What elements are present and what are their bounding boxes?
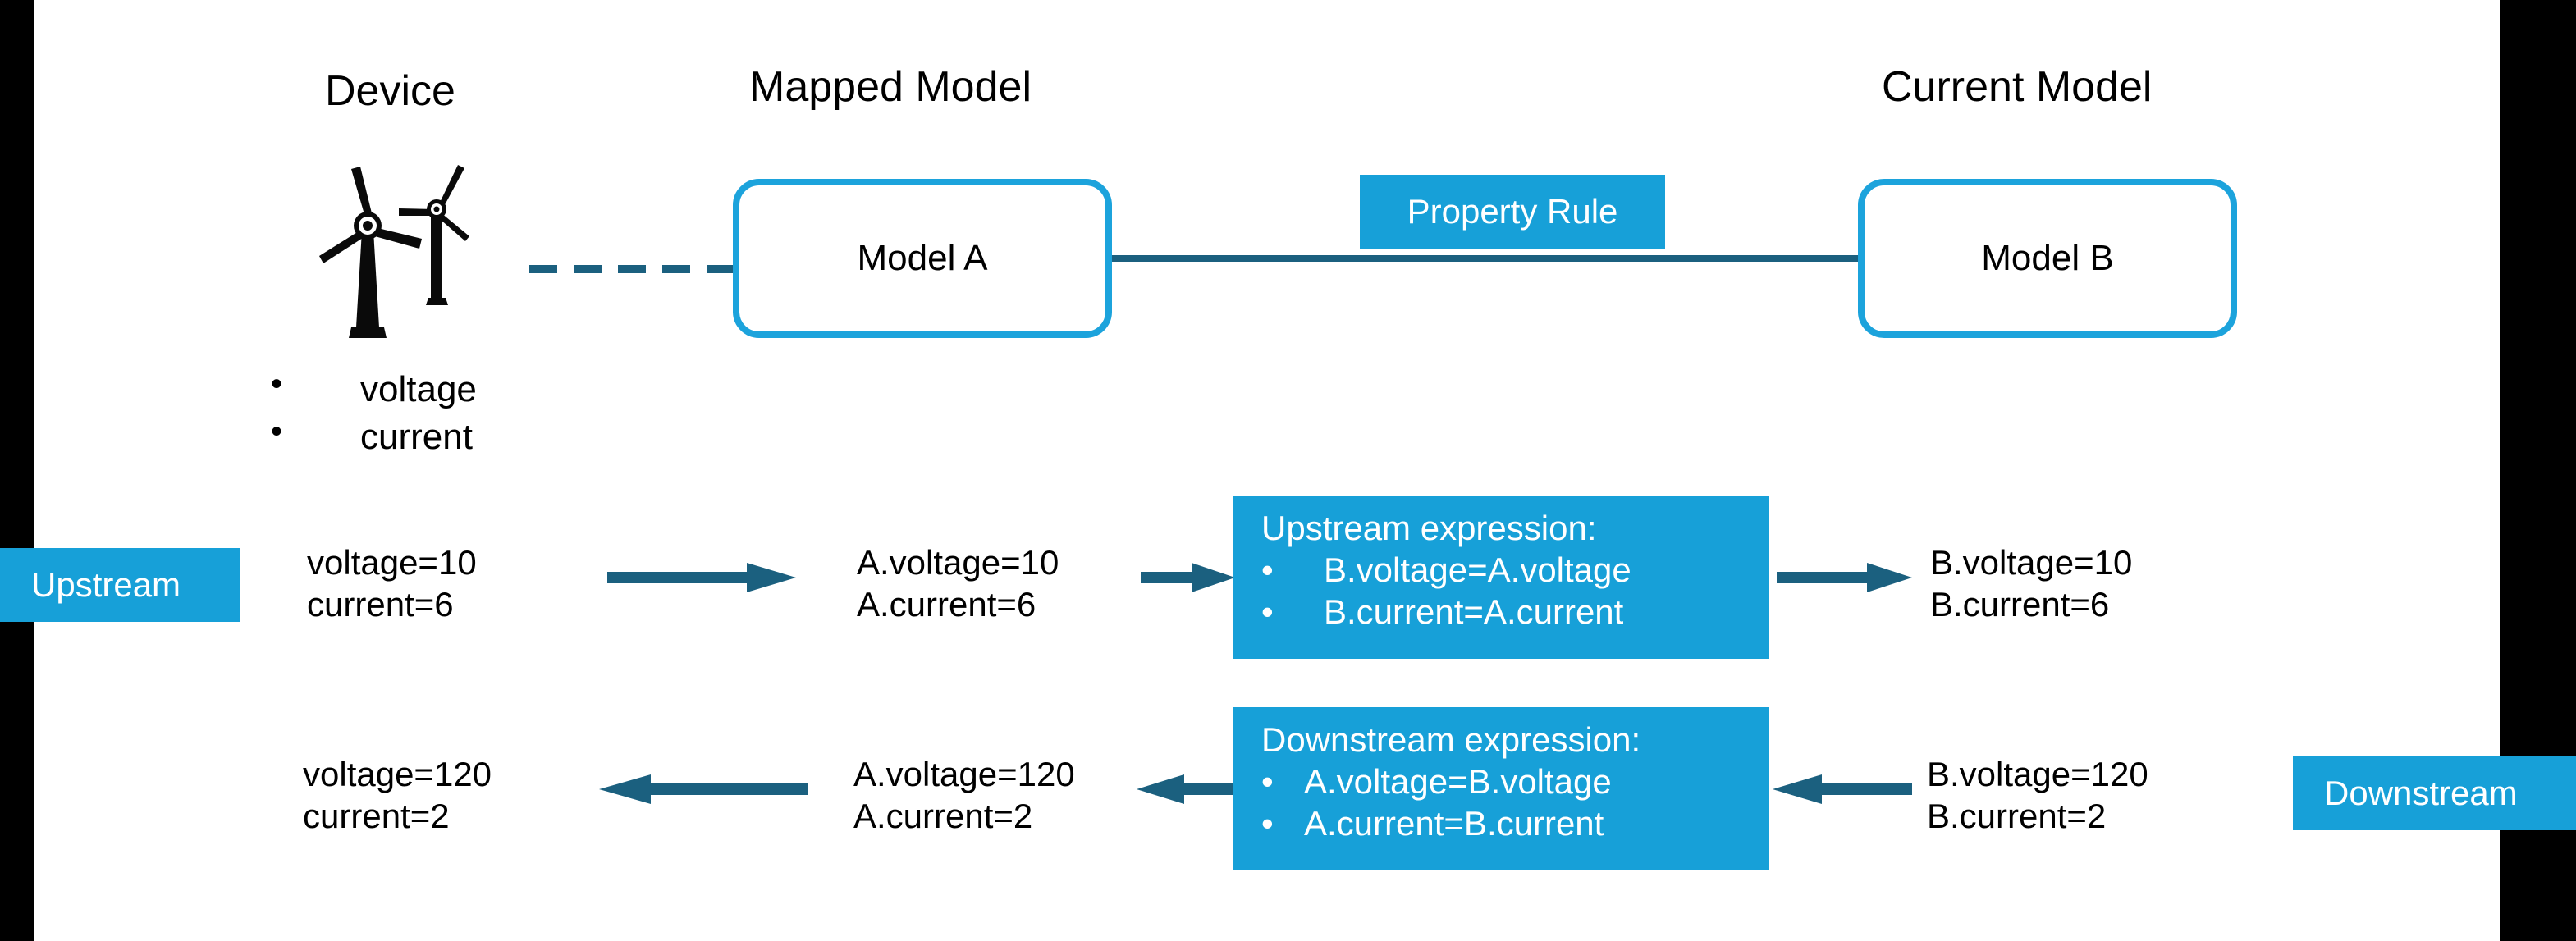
bullet-icon: • [1261, 550, 1274, 590]
upstream-device-values: voltage=10 current=6 [307, 541, 477, 625]
downstream-model-b-values: B.voltage=120 B.current=2 [1927, 753, 2148, 837]
downstream-arrow-3 [1773, 771, 1912, 811]
downstream-expression-box[interactable]: Downstream expression: • A.voltage=B.vol… [1233, 707, 1769, 870]
upstream-expression-box[interactable]: Upstream expression: • B.voltage=A.volta… [1233, 496, 1769, 659]
model-a-box[interactable]: Model A [733, 179, 1112, 338]
downstream-arrow-2 [1137, 771, 1235, 811]
bullet-icon: • [271, 413, 283, 450]
list-item: • B.voltage=A.voltage [1261, 549, 1769, 591]
downstream-a-current: A.current=2 [853, 797, 1033, 836]
current-model-title: Current Model [1882, 63, 2153, 111]
downstream-a-voltage: A.voltage=120 [853, 755, 1075, 793]
upstream-arrow-3 [1777, 560, 1912, 600]
mapped-model-title: Mapped Model [749, 63, 1032, 111]
downstream-label[interactable]: Downstream [2293, 756, 2576, 830]
upstream-model-b-values: B.voltage=10 B.current=6 [1930, 541, 2132, 625]
upstream-device-current: current=6 [307, 585, 454, 624]
downstream-label-text: Downstream [2324, 774, 2518, 812]
property-rule-label[interactable]: Property Rule [1360, 175, 1665, 249]
bullet-icon: • [271, 366, 283, 402]
downstream-expression-title: Downstream expression: [1261, 720, 1641, 759]
upstream-a-voltage: A.voltage=10 [857, 543, 1059, 582]
device-property-current: current [360, 417, 473, 457]
upstream-expression-rules: • B.voltage=A.voltage • B.current=A.curr… [1261, 549, 1769, 633]
bullet-icon: • [1261, 592, 1274, 632]
list-item: • A.voltage=B.voltage [1261, 761, 1769, 802]
device-to-model-a-dashed-line [529, 265, 733, 273]
downstream-device-values: voltage=120 current=2 [303, 753, 492, 837]
bullet-icon: • [1261, 804, 1274, 843]
list-item: • A.current=B.current [1261, 802, 1769, 844]
upstream-b-current: B.current=6 [1930, 585, 2110, 624]
upstream-arrow-1 [607, 560, 796, 600]
upstream-a-current: A.current=6 [857, 585, 1036, 624]
downstream-b-voltage: B.voltage=120 [1927, 755, 2148, 793]
upstream-device-voltage: voltage=10 [307, 543, 477, 582]
downstream-expression-rules: • A.voltage=B.voltage • A.current=B.curr… [1261, 761, 1769, 844]
upstream-rule-voltage: B.voltage=A.voltage [1324, 550, 1631, 590]
downstream-rule-voltage: A.voltage=B.voltage [1304, 762, 1612, 802]
model-a-to-model-b-line [1112, 255, 1858, 262]
device-title: Device [325, 67, 455, 115]
downstream-arrow-1 [599, 771, 808, 811]
upstream-label-text: Upstream [31, 565, 181, 604]
bullet-icon: • [1261, 762, 1274, 802]
property-rule-text: Property Rule [1407, 192, 1618, 231]
device-property-voltage: voltage [360, 369, 477, 409]
left-black-bar [0, 0, 34, 941]
downstream-device-current: current=2 [303, 797, 450, 836]
downstream-model-a-values: A.voltage=120 A.current=2 [853, 753, 1075, 837]
model-b-label: Model B [1981, 238, 2114, 278]
wind-turbine-icon [314, 158, 474, 349]
upstream-b-voltage: B.voltage=10 [1930, 543, 2133, 582]
upstream-arrow-2 [1141, 560, 1235, 600]
upstream-label[interactable]: Upstream [0, 548, 240, 622]
upstream-model-a-values: A.voltage=10 A.current=6 [857, 541, 1059, 625]
upstream-expression-title: Upstream expression: [1261, 509, 1597, 547]
model-b-box[interactable]: Model B [1858, 179, 2237, 338]
downstream-rule-current: A.current=B.current [1304, 804, 1604, 843]
downstream-b-current: B.current=2 [1927, 797, 2107, 836]
model-a-label: Model A [857, 238, 988, 278]
list-item: • B.current=A.current [1261, 591, 1769, 633]
downstream-device-voltage: voltage=120 [303, 755, 492, 793]
upstream-rule-current: B.current=A.current [1324, 592, 1624, 632]
